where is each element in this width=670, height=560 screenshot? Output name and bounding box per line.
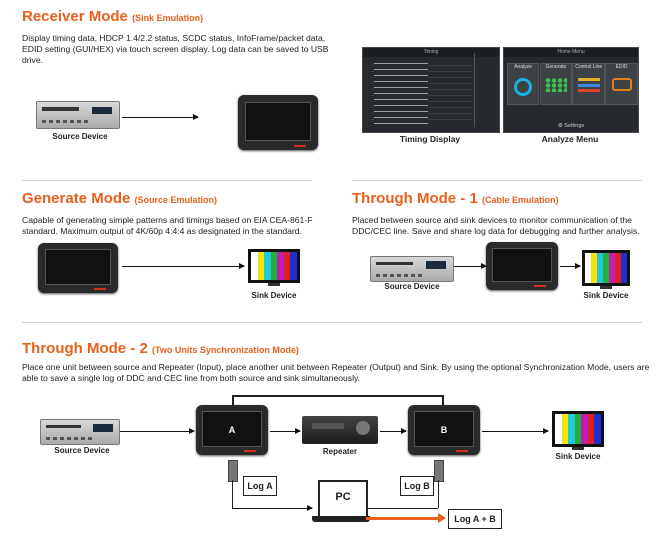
log-link: [232, 480, 233, 508]
arrow-icon: [560, 263, 581, 269]
analyzer-tablet: [238, 95, 318, 150]
settings-label: ⚙ Settings: [557, 123, 585, 129]
grid-icon: [544, 78, 567, 93]
analyze-menu-caption: Analyze Menu: [541, 134, 599, 144]
repeater-label: Repeater: [322, 447, 358, 456]
generate-title: Generate Mode (Source Emulation): [22, 190, 217, 207]
timing-display-screenshot: Timing: [362, 47, 500, 133]
log-link: [366, 508, 438, 509]
menu-item-edid: EDID: [615, 64, 628, 71]
source-device-player: [370, 256, 454, 282]
settings-text: Settings: [564, 123, 585, 129]
through2-title-text: Through Mode - 2: [22, 340, 148, 357]
generate-title-text: Generate Mode: [22, 190, 131, 207]
through1-title: Through Mode - 1 (Cable Emulation): [352, 190, 559, 207]
search-icon: [514, 78, 533, 97]
sink-device-label: Sink Device: [555, 452, 601, 461]
arrow-icon: [482, 428, 549, 434]
log-link: [438, 480, 439, 508]
receiver-subtitle: (Sink Emulation): [132, 13, 204, 23]
menu-tile-generate: Generate: [539, 63, 573, 106]
through2-description: Place one unit between source and Repeat…: [22, 362, 650, 383]
log-a-box: Log A: [243, 476, 277, 496]
source-device-label: Source Device: [54, 446, 110, 455]
receiver-title: Receiver Mode (Sink Emulation): [22, 8, 203, 25]
sync-link: [232, 396, 234, 406]
arrow-icon: [122, 263, 245, 269]
sink-monitor: [552, 411, 604, 447]
usb-drive-icon: [434, 460, 444, 482]
monitor-stand: [600, 286, 612, 289]
log-ab-box: Log A + B: [448, 509, 502, 529]
menu-tile-edid: EDID: [605, 63, 638, 106]
generate-description: Capable of generating simple patterns an…: [22, 215, 313, 236]
receiver-description: Display timing data, HDCP 1.4/2.2 status…: [22, 33, 329, 65]
color-bars: [251, 252, 298, 280]
through2-subtitle: (Two Units Synchronization Mode): [152, 345, 299, 355]
unit-b-label: B: [440, 425, 448, 435]
section-divider: [22, 180, 312, 181]
arrow-head-icon: [438, 513, 446, 523]
source-device-player: [36, 101, 120, 129]
menu-item-analyze: Analyze: [514, 64, 532, 71]
pc-label: PC: [335, 491, 351, 503]
color-bars: [555, 414, 602, 444]
analyzer-tablet: [38, 243, 118, 293]
arrow-icon: [120, 428, 195, 434]
arrow-icon: [122, 114, 199, 120]
arrow-icon: [232, 505, 313, 511]
arrow-icon: [380, 428, 407, 434]
menu-item-generate: Generate: [545, 64, 567, 71]
through1-subtitle: (Cable Emulation): [482, 195, 559, 205]
analyzer-tablet: [486, 242, 558, 290]
timing-display-caption: Timing Display: [399, 134, 461, 144]
source-device-label: Source Device: [52, 132, 108, 141]
repeater-device: [302, 416, 378, 444]
sink-monitor: [248, 249, 300, 283]
sink-device-label: Sink Device: [251, 291, 297, 300]
through1-description: Placed between source and sink devices t…: [352, 215, 640, 236]
analyzer-tablet-b: B: [408, 405, 480, 455]
color-bars: [585, 253, 627, 283]
menu-tile-control-line: Control Line: [572, 63, 606, 106]
menu-tile-analyze: Analyze: [506, 63, 540, 106]
receiver-title-text: Receiver Mode: [22, 8, 128, 25]
sync-link: [442, 396, 444, 406]
analyzer-tablet-a: A: [196, 405, 268, 455]
through2-title: Through Mode - 2 (Two Units Synchronizat…: [22, 340, 299, 357]
sink-device-label: Sink Device: [583, 291, 629, 300]
menu-item-control-line: Control Line: [575, 64, 603, 71]
analyze-menu-screenshot: Home Menu Analyze Generate Control Line …: [503, 47, 639, 133]
usb-drive-icon: [228, 460, 238, 482]
edid-icon: [611, 78, 632, 92]
section-divider: [22, 322, 642, 323]
monitor-stand: [572, 447, 584, 450]
monitor-stand: [268, 283, 280, 286]
section-divider: [352, 180, 642, 181]
timing-header: Timing: [363, 48, 499, 57]
source-device-player: [40, 419, 120, 445]
menu-header: Home Menu: [504, 48, 638, 57]
unit-a-label: A: [228, 425, 236, 435]
log-b-box: Log B: [400, 476, 434, 496]
pc-laptop-screen: PC: [318, 480, 368, 518]
generate-subtitle: (Source Emulation): [134, 195, 218, 205]
sink-monitor: [582, 250, 630, 286]
pc-laptop-base: [312, 516, 370, 522]
output-arrow: [366, 517, 440, 520]
chart-icon: [577, 78, 600, 93]
source-device-label: Source Device: [384, 282, 440, 291]
sync-link: [232, 395, 444, 397]
through1-title-text: Through Mode - 1: [352, 190, 478, 207]
arrow-icon: [270, 428, 301, 434]
arrow-icon: [454, 263, 487, 269]
